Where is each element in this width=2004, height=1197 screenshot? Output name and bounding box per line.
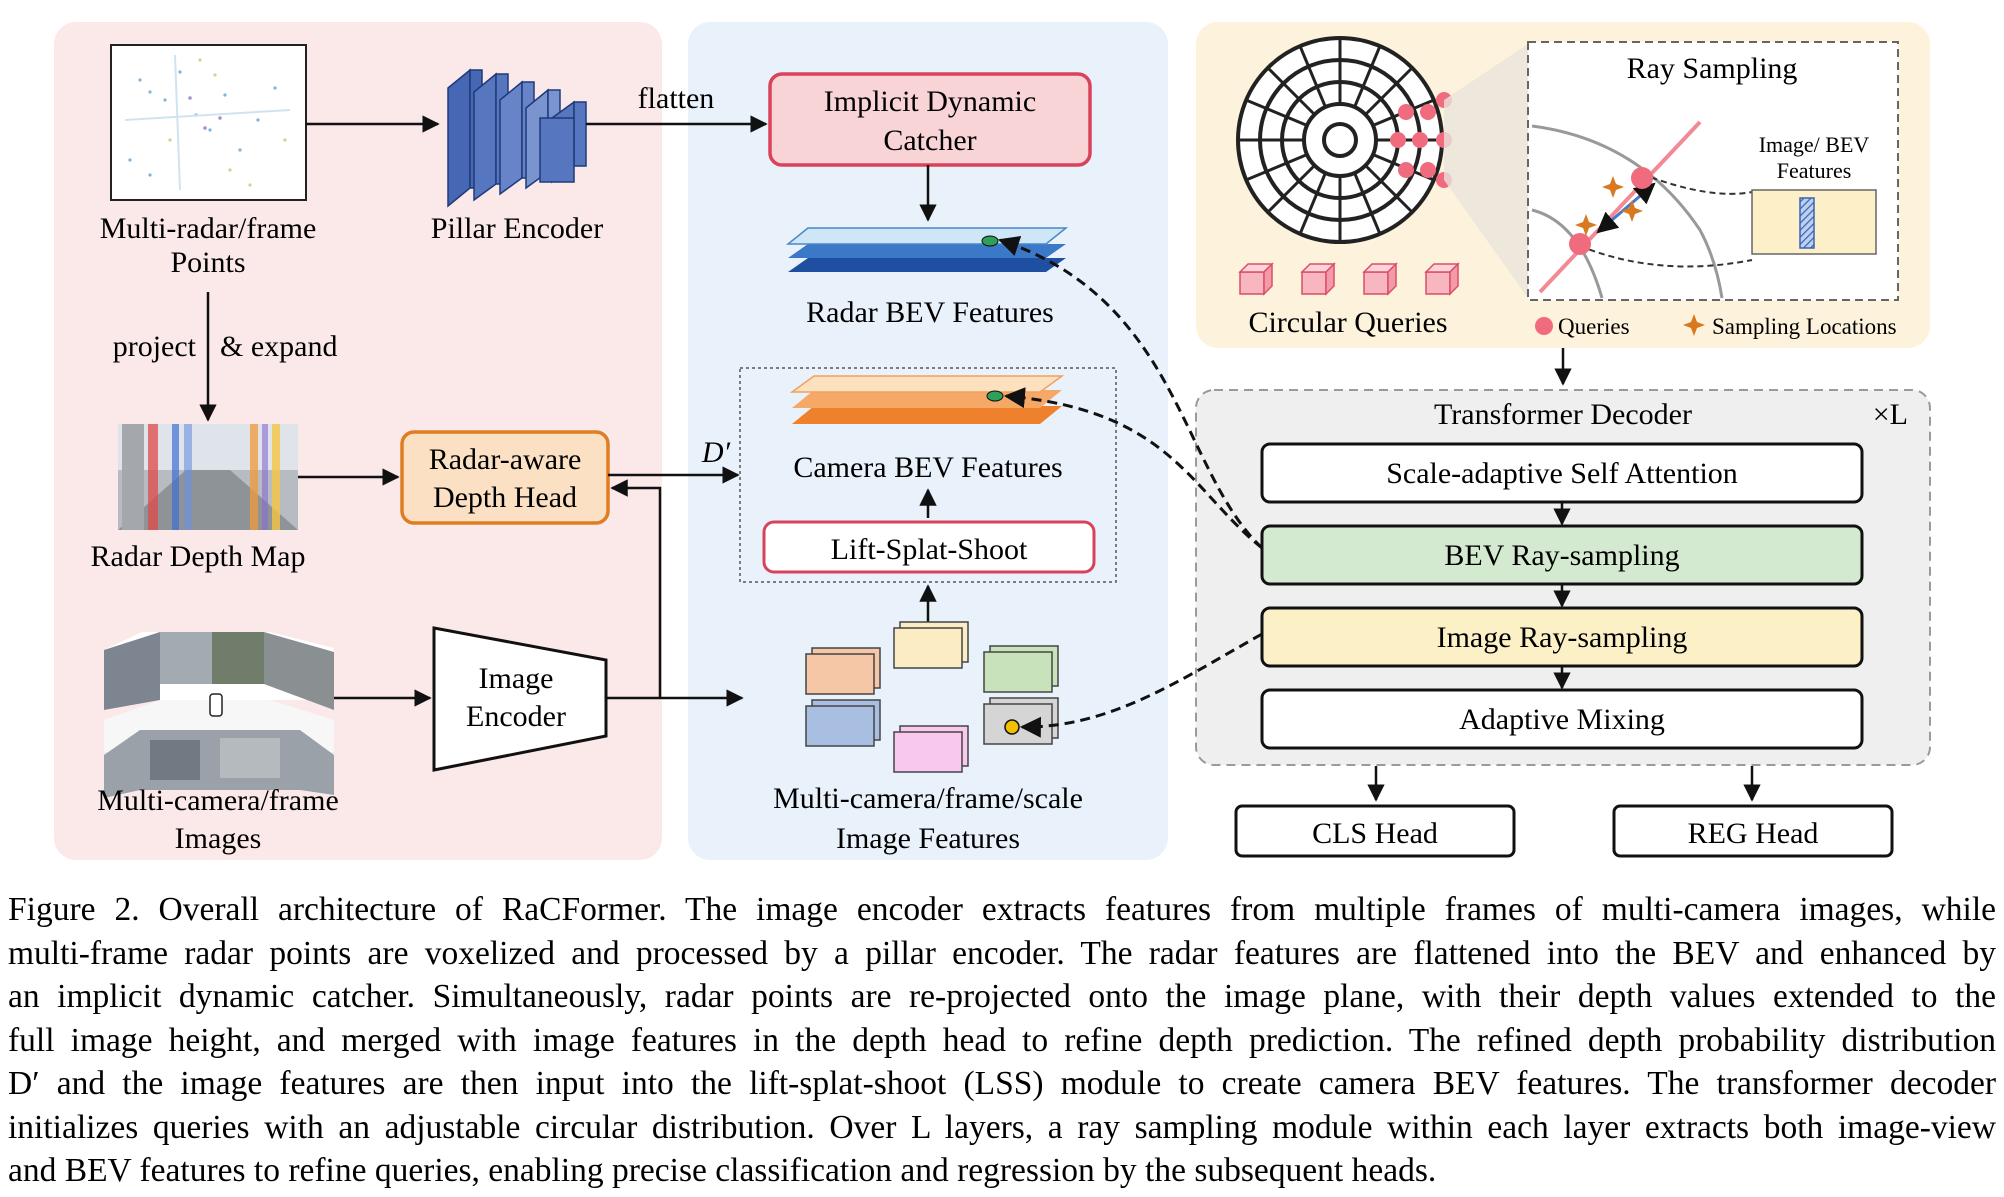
legend-queries-marker: [1535, 317, 1553, 335]
idc-label: Implicit Dynamic: [824, 85, 1036, 118]
architecture-diagram: Multi-radar/frame Points Pillar Encoder …: [54, 22, 1931, 860]
query-cubes: [1238, 262, 1460, 296]
circular-queries-label: Circular Queries: [1248, 306, 1447, 339]
figure-caption: Figure 2. Overall architecture of RaCFor…: [8, 888, 1996, 1193]
image-features-label: Multi-camera/frame/scale: [773, 782, 1083, 815]
decoder-title: Transformer Decoder: [1434, 398, 1692, 431]
caption-line: an implicit dynamic catcher. Simultaneou…: [8, 978, 1996, 1015]
caption-line: full image height, and merged with image…: [8, 1021, 1996, 1059]
camera-images-label: Multi-camera/frame: [97, 784, 339, 817]
image-encoder-label: Image: [479, 662, 554, 695]
lss-label: Lift-Splat-Shoot: [831, 533, 1028, 566]
project-label: project: [113, 330, 197, 363]
image-features-label: Image Features: [836, 822, 1020, 855]
d-prime-label: D′: [701, 436, 731, 469]
legend-sampling-marker: [1683, 314, 1705, 336]
decoder-layer-label: Image Ray-sampling: [1437, 621, 1688, 654]
caption-line: D′ and the image features are then input…: [8, 1065, 1996, 1102]
cls-head-label: CLS Head: [1312, 817, 1438, 850]
radar-bev-point: [981, 235, 999, 247]
camera-bev-features-stack: [789, 375, 1065, 424]
multi-camera-images: [104, 632, 334, 798]
reg-head-box: [1612, 804, 1894, 858]
implicit-dynamic-catcher-box: [768, 72, 1092, 167]
depth-head-label: Radar-aware: [429, 443, 582, 476]
link-bev-to-radar: [998, 236, 1264, 550]
radar-bev-label: Radar BEV Features: [806, 296, 1054, 329]
legend-sampling-label: Sampling Locations: [1712, 314, 1897, 339]
cls-head-box: [1234, 804, 1516, 858]
decoder-layer-adaptive-mixing: [1260, 688, 1864, 750]
legend-queries-label: Queries: [1558, 314, 1630, 339]
zoom-wedge: [1444, 44, 1528, 298]
ray-sampling-title: Ray Sampling: [1627, 52, 1798, 85]
radar-depth-map-label: Radar Depth Map: [91, 540, 306, 573]
image-bev-label: Image/ BEV: [1759, 132, 1870, 157]
link-image-to-features: [1019, 632, 1263, 738]
idc-label: Catcher: [883, 124, 976, 157]
depth-head-box: [400, 430, 610, 525]
reg-head-label: REG Head: [1688, 817, 1819, 850]
radar-bev-features-stack: [785, 227, 1069, 272]
decoder-layer-label: Adaptive Mixing: [1459, 703, 1665, 736]
link-bev-to-camera: [1003, 387, 1263, 550]
decoder-layer-label: BEV Ray-sampling: [1444, 539, 1679, 572]
decoder-repeat-label: ×L: [1873, 398, 1908, 431]
caption-line: multi-frame radar points are voxelized a…: [8, 934, 1996, 972]
expand-label: & expand: [220, 330, 337, 363]
caption-line: initializes queries with an adjustable c…: [8, 1108, 1996, 1146]
image-bev-label: Features: [1777, 158, 1852, 183]
lss-box: [762, 520, 1096, 574]
ray-sampling-illustration: [1531, 120, 1877, 299]
caption-line: and BEV features to refine queries, enab…: [8, 1152, 1437, 1189]
radar-points-image: [110, 44, 307, 201]
pillar-encoder-label: Pillar Encoder: [431, 212, 603, 245]
image-encoder-shape: [432, 626, 608, 772]
query-points: [1390, 92, 1452, 188]
camera-bev-point: [986, 390, 1004, 402]
image-encoder-label: Encoder: [466, 700, 566, 733]
camera-bev-label: Camera BEV Features: [793, 451, 1062, 484]
decoder-layer-label: Scale-adaptive Self Attention: [1386, 457, 1738, 490]
circular-queries-disc: [1236, 36, 1444, 244]
image-feature-point: [1004, 719, 1020, 735]
camera-bev-dotted-frame: [739, 367, 1117, 583]
flatten-label: flatten: [638, 82, 715, 115]
depth-head-label: Depth Head: [433, 481, 577, 514]
radar-points-label: Points: [170, 246, 245, 279]
radar-depth-map-image: [118, 424, 298, 530]
camera-images-label: Images: [175, 822, 262, 855]
radar-points-label: Multi-radar/frame: [100, 212, 317, 245]
caption-line: Figure 2. Overall architecture of RaCFor…: [8, 891, 1996, 928]
pillar-encoder-icon: [447, 68, 587, 208]
image-features-stacks: [805, 621, 1059, 773]
